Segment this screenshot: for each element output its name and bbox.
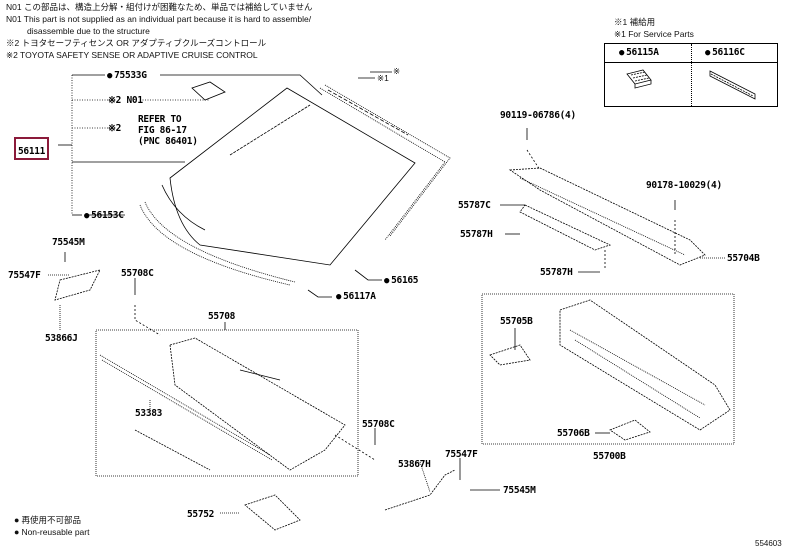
part-75545M-lower[interactable]: 75545M: [503, 485, 536, 496]
part-55705B[interactable]: 55705B: [500, 316, 533, 327]
part-55787H-lower[interactable]: 55787H: [540, 267, 573, 278]
part-53867H[interactable]: 53867H: [398, 459, 431, 470]
part-55706B[interactable]: 55706B: [557, 428, 590, 439]
part-56153C[interactable]: 56153C: [84, 210, 124, 222]
refer-line-2[interactable]: FIG 86-17: [138, 125, 187, 136]
refer-line-3[interactable]: (PNC 86401): [138, 136, 198, 147]
part-53383[interactable]: 53383: [135, 408, 163, 419]
mark-x1: ※1: [377, 73, 389, 83]
mark-x: ※: [393, 66, 401, 76]
note-n01-en-cont: disassemble due to the structure: [27, 26, 150, 36]
note-x2-jp: ※2 トヨタセーフティセンス OR アダプティブクルーズコントロール: [6, 38, 267, 48]
part-56111-highlight[interactable]: 56111: [14, 137, 50, 160]
part-56165[interactable]: 56165: [384, 275, 418, 287]
service-parts-en: ※1 For Service Parts: [614, 29, 694, 39]
clip-56115A-icon: [626, 69, 652, 89]
windshield-glass-icon: [139, 81, 451, 286]
part-56116C[interactable]: 56116C: [705, 47, 745, 59]
part-55708C-upper[interactable]: 55708C: [121, 268, 154, 279]
note-n01-jp: N01 この部品は、構造上分解・組付けが困難なため、単品では補給していません: [6, 2, 313, 12]
part-75547F-left[interactable]: 75547F: [8, 270, 41, 281]
part-56111[interactable]: 56111: [18, 146, 46, 157]
strip-56116C-icon: [709, 70, 756, 100]
part-90119-06786[interactable]: 90119-06786(4): [500, 110, 576, 121]
cowl-panel-55700B-icon: [489, 299, 731, 441]
part-90178-10029[interactable]: 90178-10029(4): [646, 180, 722, 191]
part-53866J[interactable]: 53866J: [45, 333, 78, 344]
service-parts-jp: ※1 補給用: [614, 17, 656, 27]
part-75545M-left[interactable]: 75545M: [52, 237, 85, 248]
legend-jp: 再使用不可部品: [14, 515, 81, 526]
leader-75533G-to-part: [160, 74, 323, 96]
part-55787C[interactable]: 55787C: [458, 200, 491, 211]
cowl-louver-55708-icon: [99, 337, 346, 471]
figure-code: 554603: [755, 539, 782, 548]
part-55704B[interactable]: 55704B: [727, 253, 760, 264]
part-75533G[interactable]: 75533G: [107, 70, 147, 82]
legend-en: Non-reusable part: [14, 527, 89, 538]
note-n01-en: N01 This part is not supplied as an indi…: [6, 14, 312, 24]
service-part-illustrations: [626, 69, 756, 100]
part-56117A[interactable]: 56117A: [336, 291, 376, 303]
cowl-panel-55704B-icon: [508, 167, 706, 266]
part-75547F-lower[interactable]: 75547F: [445, 449, 478, 460]
part-55708[interactable]: 55708: [208, 311, 236, 322]
refer-prefix: ※2: [108, 123, 122, 134]
part-55752[interactable]: 55752: [187, 509, 215, 520]
refer-line-1[interactable]: REFER TO: [138, 114, 182, 125]
part-N01[interactable]: ※2 N01: [108, 95, 143, 106]
part-56115A[interactable]: 56115A: [619, 47, 659, 59]
part-55700B[interactable]: 55700B: [593, 451, 626, 462]
service-parts-box: 56115A 56116C: [604, 43, 778, 107]
note-x2-en: ※2 TOYOTA SAFETY SENSE OR ADAPTIVE CRUIS…: [6, 50, 258, 60]
part-55708C-lower[interactable]: 55708C: [362, 419, 395, 430]
part-55787H-upper[interactable]: 55787H: [460, 229, 493, 240]
